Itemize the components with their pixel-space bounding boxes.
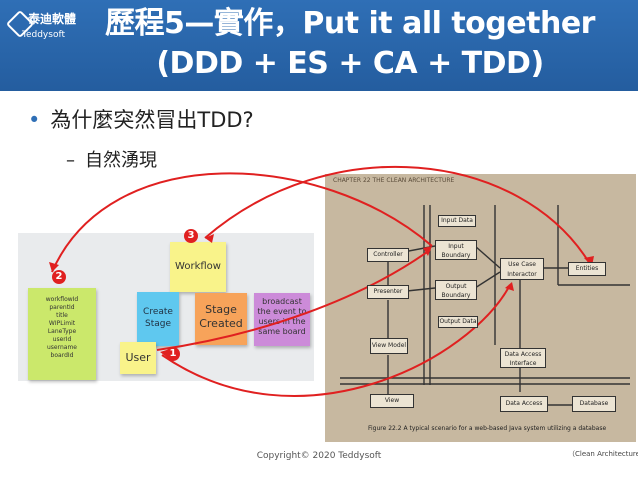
bullet-dot-icon: • — [28, 108, 41, 132]
logo-english-text: Teddysoft — [22, 30, 65, 40]
field-item: title — [56, 312, 68, 319]
box-text-line: Use Case — [508, 261, 536, 268]
sticky-text-line: broadcast — [262, 297, 302, 306]
box-text-line: Boundary — [441, 252, 471, 259]
box-presenter: Presenter — [367, 285, 409, 299]
sticky-user: User — [120, 342, 156, 374]
title-line-2: (DDD + ES + CA + TDD) — [156, 46, 544, 81]
sticky-text-line: the event to — [257, 307, 307, 316]
teddysoft-logo: 泰迪軟體 Teddysoft — [5, 8, 76, 46]
box-data-access-interface: Data Access Interface — [500, 348, 546, 368]
field-item: parentId — [49, 304, 75, 311]
box-entities: Entities — [568, 262, 606, 276]
box-text-line: Interface — [509, 360, 537, 367]
box-output-data: Output Data — [438, 316, 478, 328]
slide-title: 歷程5—實作，Put it all together (DDD + ES + C… — [70, 4, 630, 84]
book-chapter-header: CHAPTER 22 THE CLEAN ARCHITECTURE — [333, 177, 455, 184]
sticky-create-stage: Create Stage — [137, 292, 179, 346]
sticky-text-line: Created — [199, 317, 243, 330]
bullet-level-1: • 為什麼突然冒出TDD? — [28, 104, 254, 134]
sticky-workflow-fields: workflowId parentId title WIPLimit LaneT… — [28, 288, 96, 380]
box-text-line: Interactor — [507, 271, 537, 278]
title-line-1: 歷程5—實作，Put it all together — [105, 6, 595, 41]
sticky-text-line: Stage — [205, 303, 237, 316]
box-view: View — [370, 394, 414, 408]
box-use-case-interactor: Use Case Interactor — [500, 258, 544, 280]
box-text-line: Boundary — [441, 292, 471, 299]
field-item: username — [47, 344, 77, 351]
source-note: （Clean Architecture） — [568, 450, 638, 458]
sticky-text-line: Create — [143, 307, 173, 317]
box-text-line: Output — [445, 283, 467, 290]
slide-header: 泰迪軟體 Teddysoft 歷程5—實作，Put it all togethe… — [0, 0, 638, 91]
field-item: WIPLimit — [48, 320, 76, 327]
sticky-text-line: same board — [258, 327, 306, 336]
box-input-data: Input Data — [438, 215, 476, 227]
step-badge-3: 3 — [184, 229, 198, 243]
sticky-broadcast-policy: broadcast the event to users in the same… — [254, 293, 310, 346]
bullet-level-2: –自然湧現 — [66, 146, 157, 172]
sticky-text-line: Stage — [144, 319, 171, 329]
box-text-line: Input — [448, 243, 464, 250]
bullet-level-1-text: 為什麼突然冒出TDD? — [50, 108, 254, 132]
sticky-workflow: Workflow — [170, 242, 226, 292]
box-view-model: View Model — [370, 338, 408, 354]
step-badge-2: 2 — [52, 270, 66, 284]
bullet-level-2-text: 自然湧現 — [85, 150, 157, 171]
box-database: Database — [572, 396, 616, 412]
field-item: workflowId — [45, 296, 79, 303]
field-item: userId — [52, 336, 72, 343]
logo-chinese-text: 泰迪軟體 — [28, 12, 77, 26]
box-controller: Controller — [367, 248, 409, 262]
box-text-line: Data Access — [504, 351, 542, 358]
bullet-dash-icon: – — [66, 150, 75, 171]
box-input-boundary: Input Boundary — [435, 240, 477, 260]
box-data-access: Data Access — [500, 396, 548, 412]
sticky-text-line: users in the — [258, 317, 306, 326]
sticky-stage-created: Stage Created — [195, 293, 247, 345]
field-item: LaneType — [47, 328, 77, 335]
copyright-footer: Copyright© 2020 Teddysoft — [256, 451, 382, 461]
figure-caption: Figure 22.2 A typical scenario for a web… — [368, 425, 607, 432]
step-badge-1: 1 — [166, 347, 180, 361]
field-item: boardId — [50, 352, 74, 359]
box-output-boundary: Output Boundary — [435, 280, 477, 300]
